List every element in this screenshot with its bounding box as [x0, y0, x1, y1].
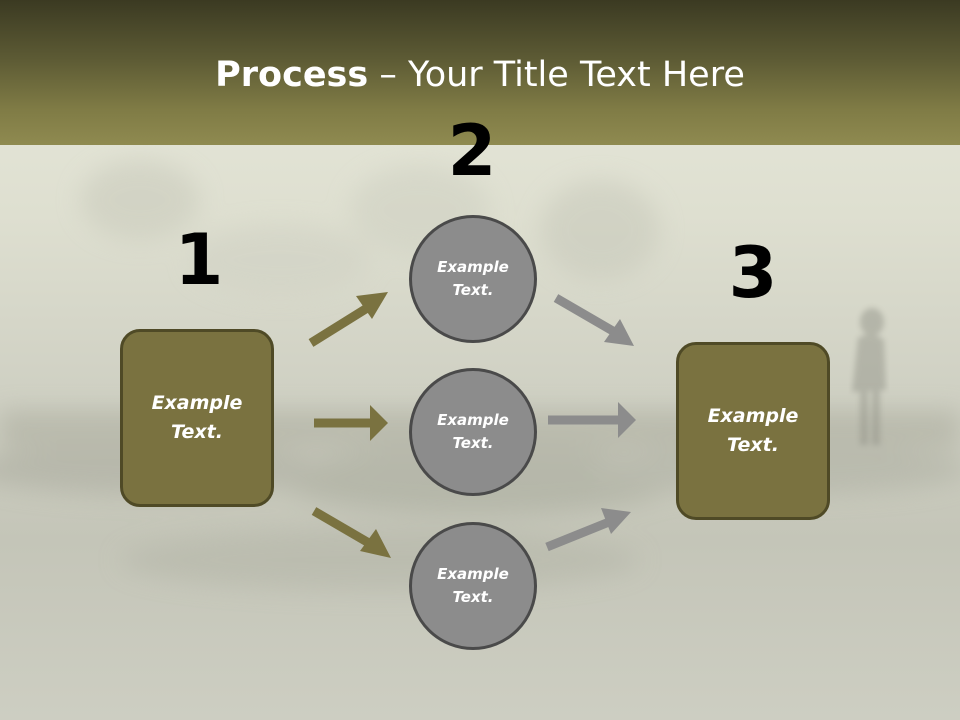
- arrow-circle-middle-to-box3: [548, 402, 636, 438]
- circle-bottom-label: Example Text.: [437, 565, 509, 606]
- step-1-box: Example Text.: [120, 329, 274, 507]
- step-1-number: 1: [174, 219, 224, 301]
- title-bold: Process: [215, 55, 369, 95]
- arrow-circle-top-to-box3: [553, 294, 634, 346]
- step-1-label: Example Text.: [151, 392, 243, 443]
- circle-top-label: Example Text.: [437, 258, 509, 299]
- arrow-box1-to-circle-top: [308, 292, 388, 347]
- step-2-number: 2: [447, 110, 497, 192]
- arrow-box1-to-circle-middle: [314, 405, 388, 441]
- slide-title: Process – Your Title Text Here: [0, 53, 960, 97]
- step-2-circle-middle: Example Text.: [409, 368, 537, 496]
- step-2-circle-bottom: Example Text.: [409, 522, 537, 650]
- silhouette-figure: [852, 308, 886, 445]
- arrow-box1-to-circle-bottom: [311, 507, 391, 558]
- circle-middle-label: Example Text.: [437, 411, 509, 452]
- title-rest: – Your Title Text Here: [368, 55, 745, 95]
- arrow-circle-bottom-to-box3: [545, 508, 631, 552]
- step-3-label: Example Text.: [707, 405, 799, 456]
- title-bar: [0, 0, 960, 145]
- step-3-box: Example Text.: [676, 342, 830, 520]
- step-2-circle-top: Example Text.: [409, 215, 537, 343]
- step-3-number: 3: [728, 232, 778, 314]
